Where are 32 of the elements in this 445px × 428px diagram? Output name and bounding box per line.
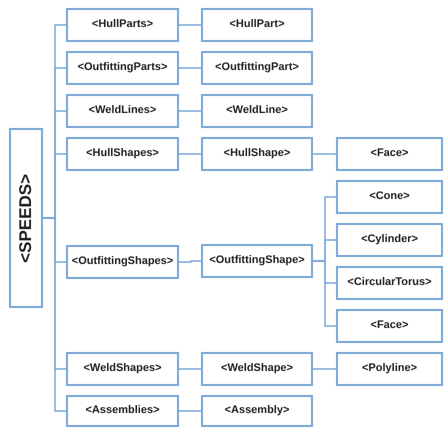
- connector-line: [179, 110, 201, 112]
- root-element-box: <SPEEDS>: [9, 128, 43, 308]
- element-box: <WeldShapes>: [66, 352, 179, 386]
- connector-line: [43, 217, 66, 412]
- element-box: <OutfittingPart>: [201, 51, 313, 85]
- connector-line: [179, 410, 201, 412]
- element-box: <Polyline>: [336, 352, 443, 386]
- connector-line: [179, 24, 201, 26]
- element-box: <Assemblies>: [66, 395, 179, 427]
- element-box: <Cone>: [336, 180, 443, 214]
- element-box: <Cylinder>: [336, 223, 443, 257]
- connector-line: [313, 260, 336, 327]
- element-box: <WeldShape>: [201, 352, 313, 386]
- element-box: <CircularTorus>: [336, 266, 443, 300]
- connector-line: [179, 260, 201, 263]
- connector-line: [313, 153, 336, 155]
- element-box: <OutfittingShapes>: [66, 245, 179, 279]
- element-box: <OutfittingShape>: [201, 244, 313, 278]
- element-box: <HullPart>: [201, 8, 313, 42]
- element-box: <Face>: [336, 309, 443, 343]
- element-box: <OutfittingParts>: [66, 51, 179, 85]
- element-box: <HullParts>: [66, 8, 179, 42]
- element-box: <HullShape>: [201, 137, 313, 171]
- connector-line: [179, 67, 201, 69]
- element-box: <Face>: [336, 137, 443, 171]
- element-box: <HullShapes>: [66, 137, 179, 171]
- connector-line: [313, 368, 336, 370]
- element-box: <WeldLine>: [201, 94, 313, 128]
- connector-line: [179, 368, 201, 370]
- element-box: <WeldLines>: [66, 94, 179, 128]
- connector-line: [179, 153, 201, 155]
- element-box: <Assembly>: [201, 395, 313, 427]
